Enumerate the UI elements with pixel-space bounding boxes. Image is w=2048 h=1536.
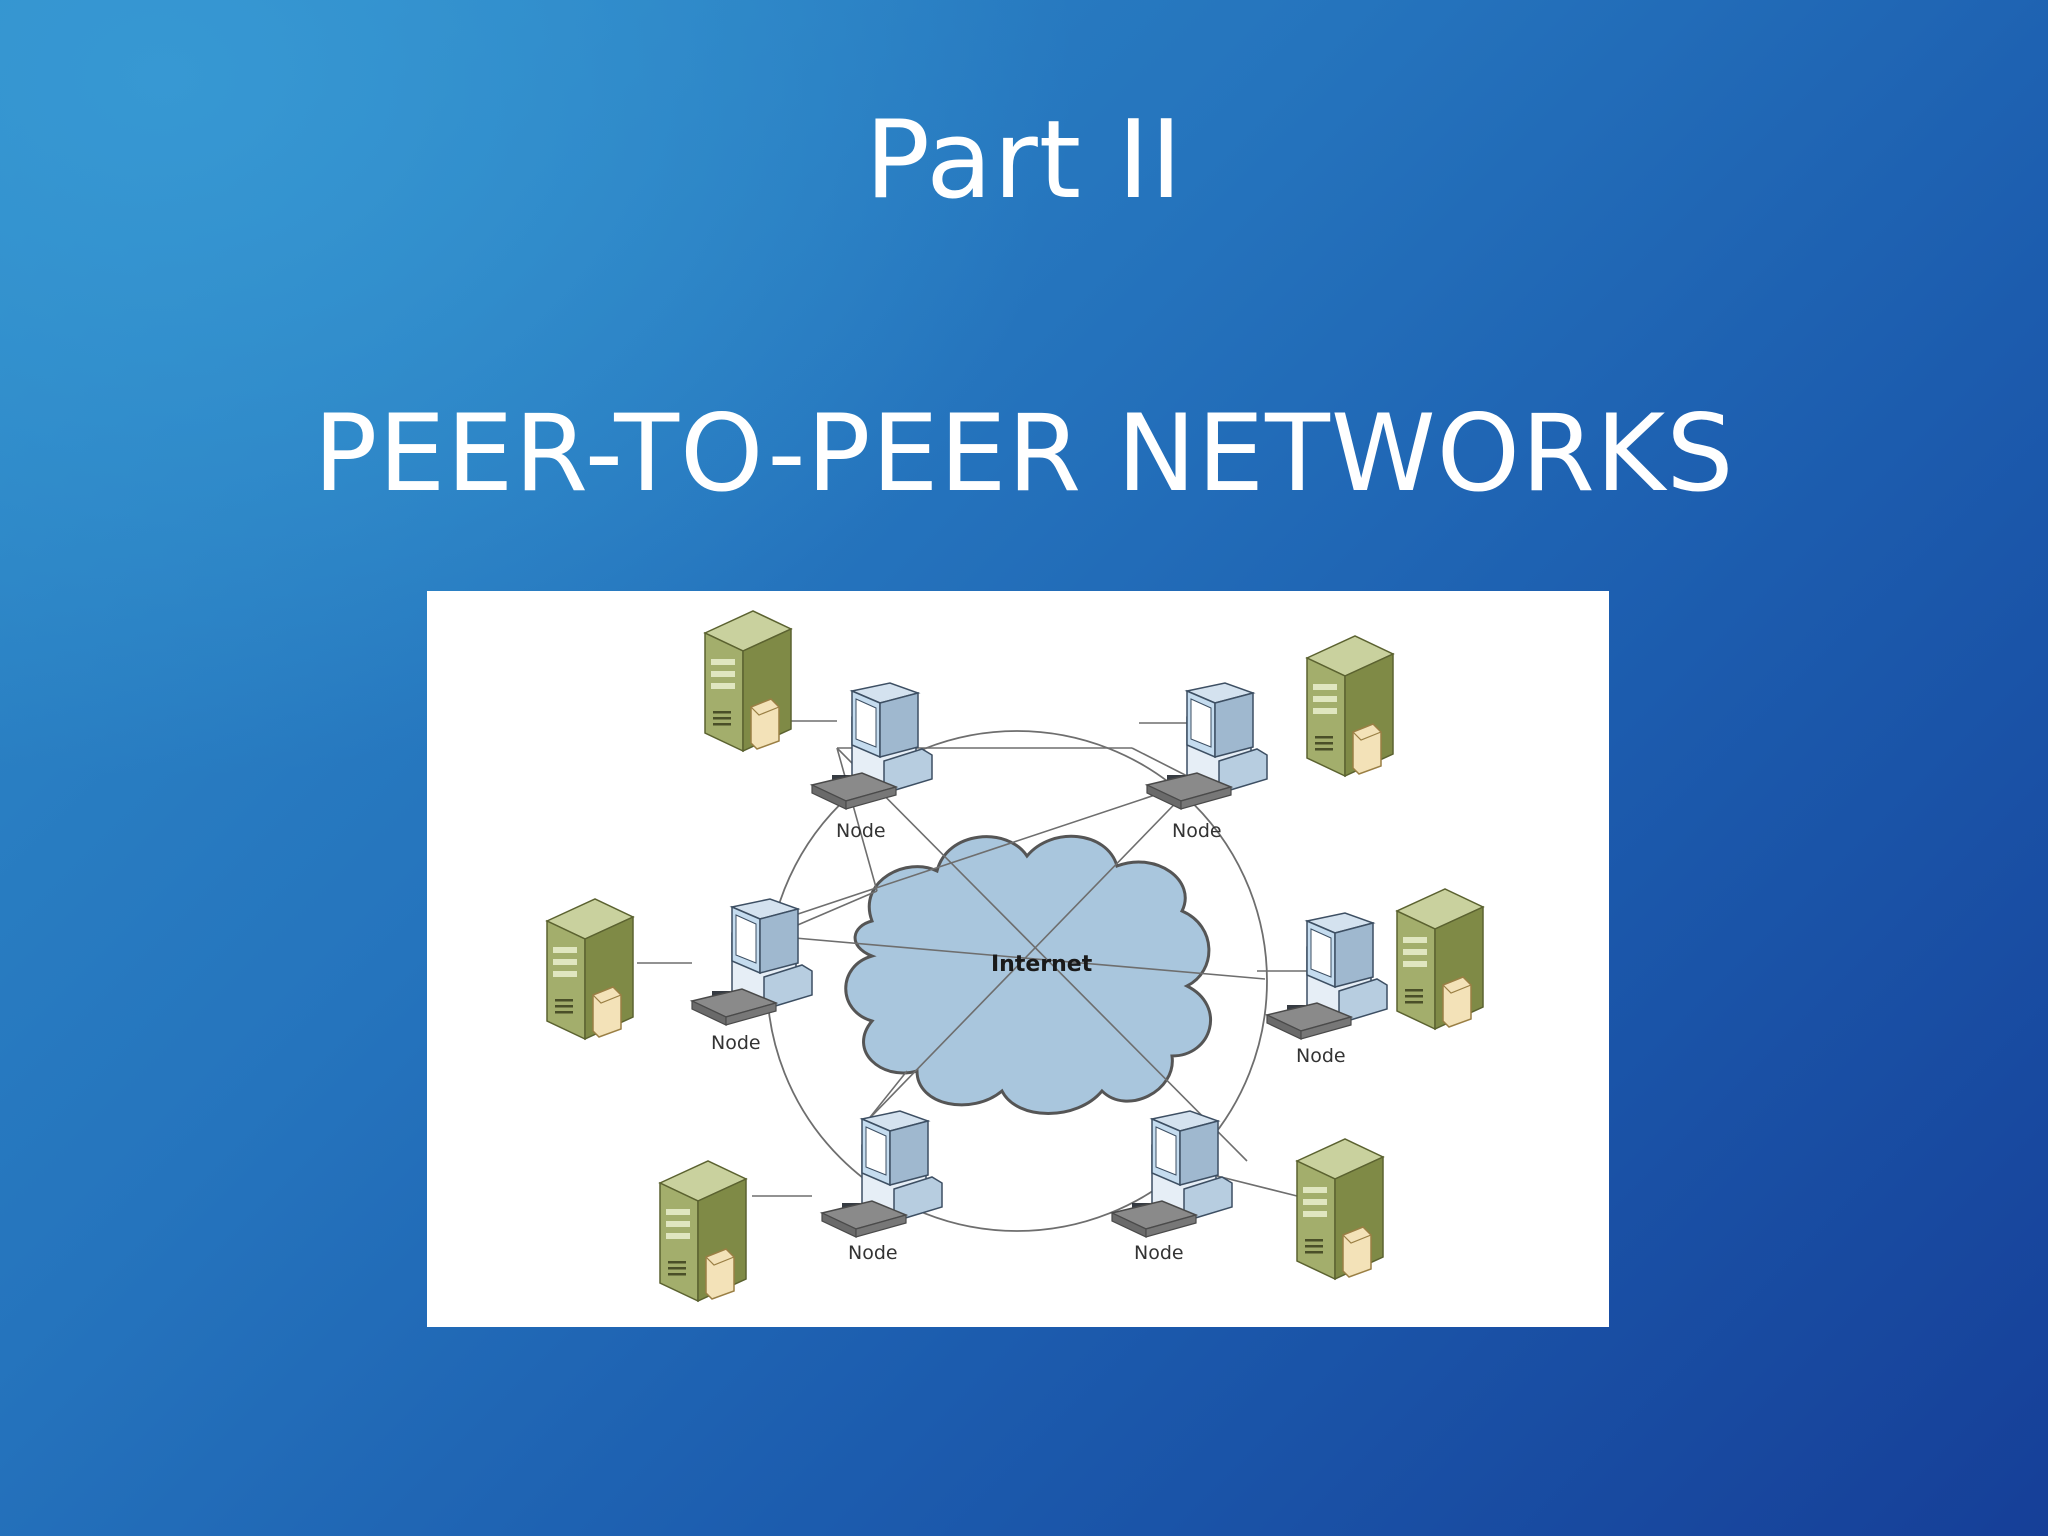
node-label-bottom-left: Node [848,1242,898,1264]
node-label-bottom-right: Node [1134,1242,1184,1264]
computer-icon [811,682,933,810]
computer-icon [1111,1110,1233,1238]
node-label-top-left: Node [836,820,886,842]
computer-icon [1266,912,1388,1040]
server-icon [1396,888,1484,1030]
node-label-mid-right: Node [1296,1045,1346,1067]
node-label-top-right: Node [1172,820,1222,842]
internet-label: Internet [991,952,1093,977]
server-icon [546,898,634,1040]
computer-icon [1146,682,1268,810]
computer-icon [821,1110,943,1238]
server-icon [1306,635,1394,777]
diagram-canvas [546,610,1484,1302]
node-label-mid-left: Node [711,1032,761,1054]
server-icon [659,1160,747,1302]
main-title: PEER-TO-PEER NETWORKS [313,392,1735,515]
server-icon [1296,1138,1384,1280]
computer-icon [691,898,813,1026]
server-icon [704,610,792,752]
p2p-network-diagram: Internet Node Node Node Node Node Node [427,591,1609,1327]
part-title: Part II [864,98,1184,223]
internet-cloud [844,834,1213,1115]
